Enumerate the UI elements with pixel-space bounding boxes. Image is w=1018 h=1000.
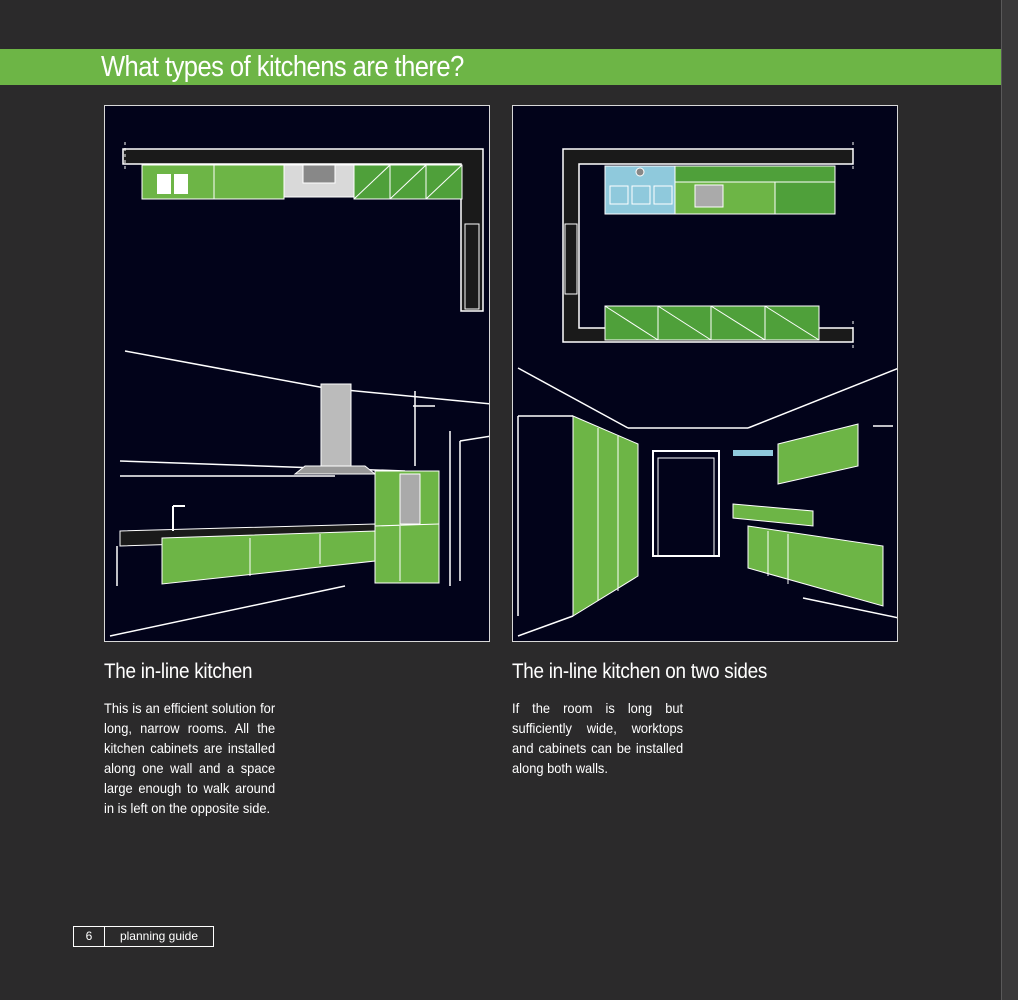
two-sided-kitchen-floor-plan (562, 142, 854, 351)
inline-kitchen-perspective (109, 350, 489, 637)
inline-kitchen-floor-plan (122, 142, 484, 312)
inline-kitchen-illustration (104, 105, 490, 642)
page-spine (1001, 0, 1018, 1000)
footer-label: planning guide (119, 929, 199, 943)
page-title: What types of kitchens are there? (101, 51, 464, 83)
page-footer: 6 planning guide (73, 926, 214, 947)
section-text: If the room is long but sufficiently wid… (512, 700, 684, 776)
two-sided-kitchen-perspective (517, 367, 897, 637)
title-bar: What types of kitchens are there? (0, 49, 1001, 85)
inline-kitchen-caption: The in-line kitchen This is an efficient… (104, 660, 290, 818)
section-heading: The in-line kitchen (104, 660, 253, 683)
two-sided-kitchen-illustration (512, 105, 898, 642)
section-text: This is an efficient solution for long, … (104, 700, 276, 816)
page-number: 6 (74, 927, 105, 946)
two-sided-kitchen-caption: The in-line kitchen on two sides If the … (512, 660, 795, 778)
section-heading: The in-line kitchen on two sides (512, 660, 768, 683)
